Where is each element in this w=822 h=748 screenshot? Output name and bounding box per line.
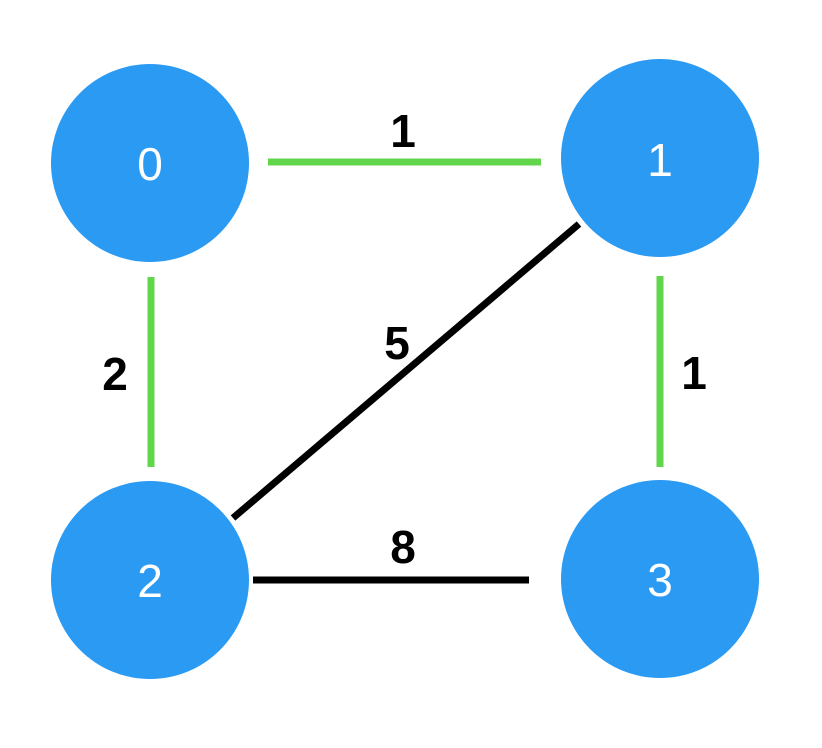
edge-0-1-weight: 1 (390, 105, 416, 157)
node-1-circle (561, 59, 759, 257)
edge-1-2-line (230, 221, 582, 521)
node-0-circle (51, 64, 249, 262)
node-3-label: 3 (647, 554, 673, 606)
node-1-label: 1 (647, 134, 673, 186)
edge-1-3-weight: 1 (681, 347, 707, 399)
node-2-circle (51, 481, 249, 679)
edge-0-2-weight: 2 (102, 348, 128, 400)
edge-2-3-weight: 8 (390, 521, 416, 573)
node-0-label: 0 (137, 138, 163, 190)
node-2-label: 2 (137, 555, 163, 607)
node-3-circle (561, 480, 759, 678)
edge-1-2-weight: 5 (384, 317, 410, 369)
